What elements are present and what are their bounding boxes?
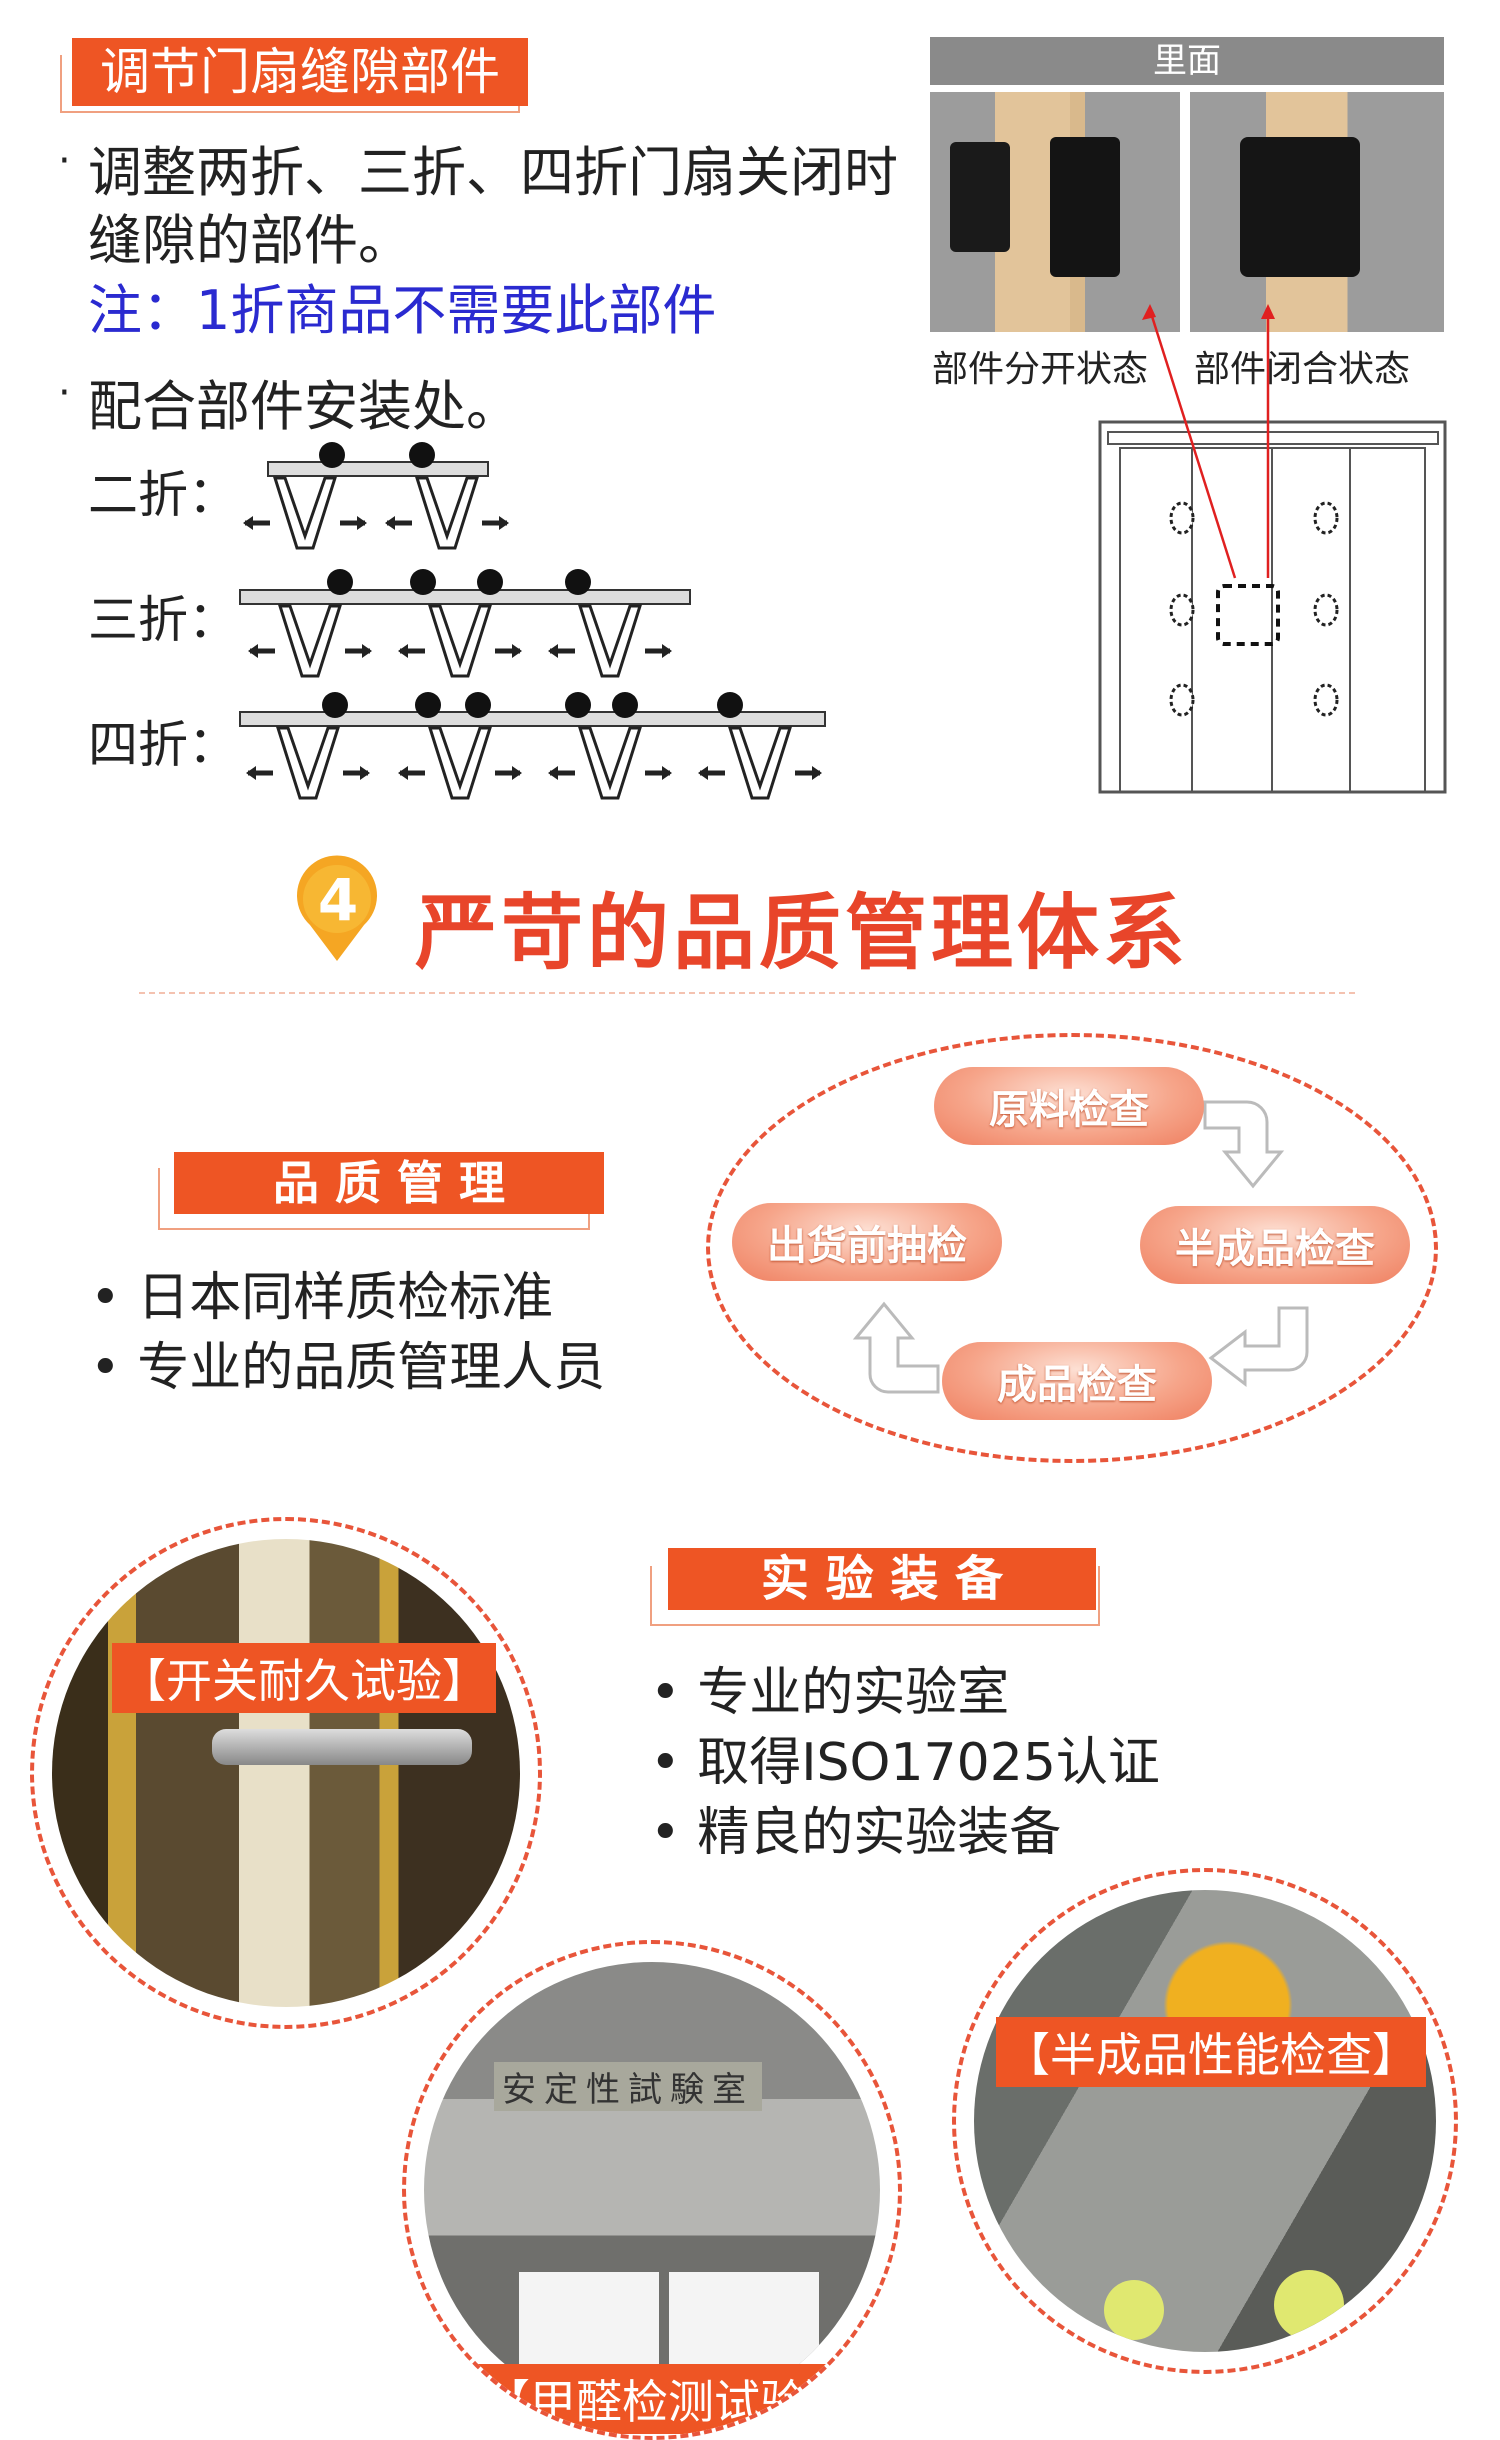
photo-formaldehyde-test: 安定性試験室 【甲醛检测试验】 (402, 1940, 902, 2440)
cycle-step-finished: 成品检查 (942, 1342, 1212, 1420)
fold-4 (239, 692, 826, 798)
caption-closed: 部件闭合状态 (1194, 349, 1411, 390)
title-underline (650, 1566, 1100, 1626)
part-note: 注：1折商品不需要此部件 (88, 279, 717, 342)
photo-durability-test: 【开关耐久试验】 (30, 1517, 542, 2029)
photo-caption: 【甲醛检测试验】 (476, 2364, 860, 2434)
fold-label-4: 四折： (88, 716, 238, 774)
quality-bullet-text: 专业的品质管理人员 (137, 1338, 606, 1398)
quality-cycle-ellipse (706, 1033, 1438, 1463)
fold-label-2: 二折： (88, 466, 238, 524)
lab-bullet-text: 精良的实验装备 (697, 1803, 1062, 1863)
fold-2 (243, 442, 509, 548)
lab-bullet-1: • 专业的实验室 (650, 1663, 1010, 1723)
door-diagram (1098, 304, 1447, 794)
fold-3 (239, 569, 691, 676)
bullet-dot: · (58, 138, 71, 184)
fold-diagrams (239, 442, 826, 820)
quality-bullet-text: 日本同样质检标准 (137, 1268, 554, 1328)
lab-sign: 安定性試験室 (494, 2062, 762, 2111)
quality-title: 品 质 管 理 (174, 1152, 604, 1214)
cycle-arrows (852, 1100, 1309, 1394)
fold-label-3: 三折： (88, 591, 238, 649)
lab-title: 实 验 装 备 (668, 1548, 1096, 1610)
cycle-step-raw-material: 原料检查 (934, 1067, 1204, 1145)
part-bullet1-line2: 缝隙的部件。 (88, 209, 412, 272)
bullet-dot: · (58, 370, 71, 416)
divider (139, 992, 1355, 994)
lab-bullet-3: • 精良的实验装备 (650, 1803, 1062, 1863)
photo-caption: 【半成品性能检查】 (996, 2017, 1426, 2087)
lab-bullet-text: 取得ISO17025认证 (697, 1733, 1160, 1793)
photo-header: 里面 (930, 37, 1444, 85)
part-title: 调节门扇缝隙部件 (72, 38, 528, 106)
lab-bullet-text: 专业的实验室 (697, 1663, 1010, 1723)
lab-bullet-2: • 取得ISO17025认证 (650, 1733, 1160, 1793)
photo-caption: 【开关耐久试验】 (112, 1643, 496, 1713)
section-number-pin-icon (297, 855, 377, 961)
photo-semi-finished-inspection: 【半成品性能检查】 (952, 1868, 1458, 2374)
section-number: 4 (317, 866, 359, 934)
cycle-step-pre-shipment: 出货前抽检 (732, 1203, 1002, 1281)
section-title: 严苛的品质管理体系 (415, 886, 1190, 981)
photo-closed-state (1190, 92, 1444, 332)
quality-bullet-2: • 专业的品质管理人员 (90, 1338, 606, 1398)
caption-open: 部件分开状态 (932, 349, 1149, 390)
cycle-step-semi-finished: 半成品检查 (1140, 1206, 1410, 1284)
part-bullet1-line1: 调整两折、三折、四折门扇关闭时 (88, 141, 898, 204)
photo-open-state (930, 92, 1180, 332)
quality-bullet-1: • 日本同样质检标准 (90, 1268, 554, 1328)
part-bullet2: 配合部件安装处。 (88, 375, 520, 438)
